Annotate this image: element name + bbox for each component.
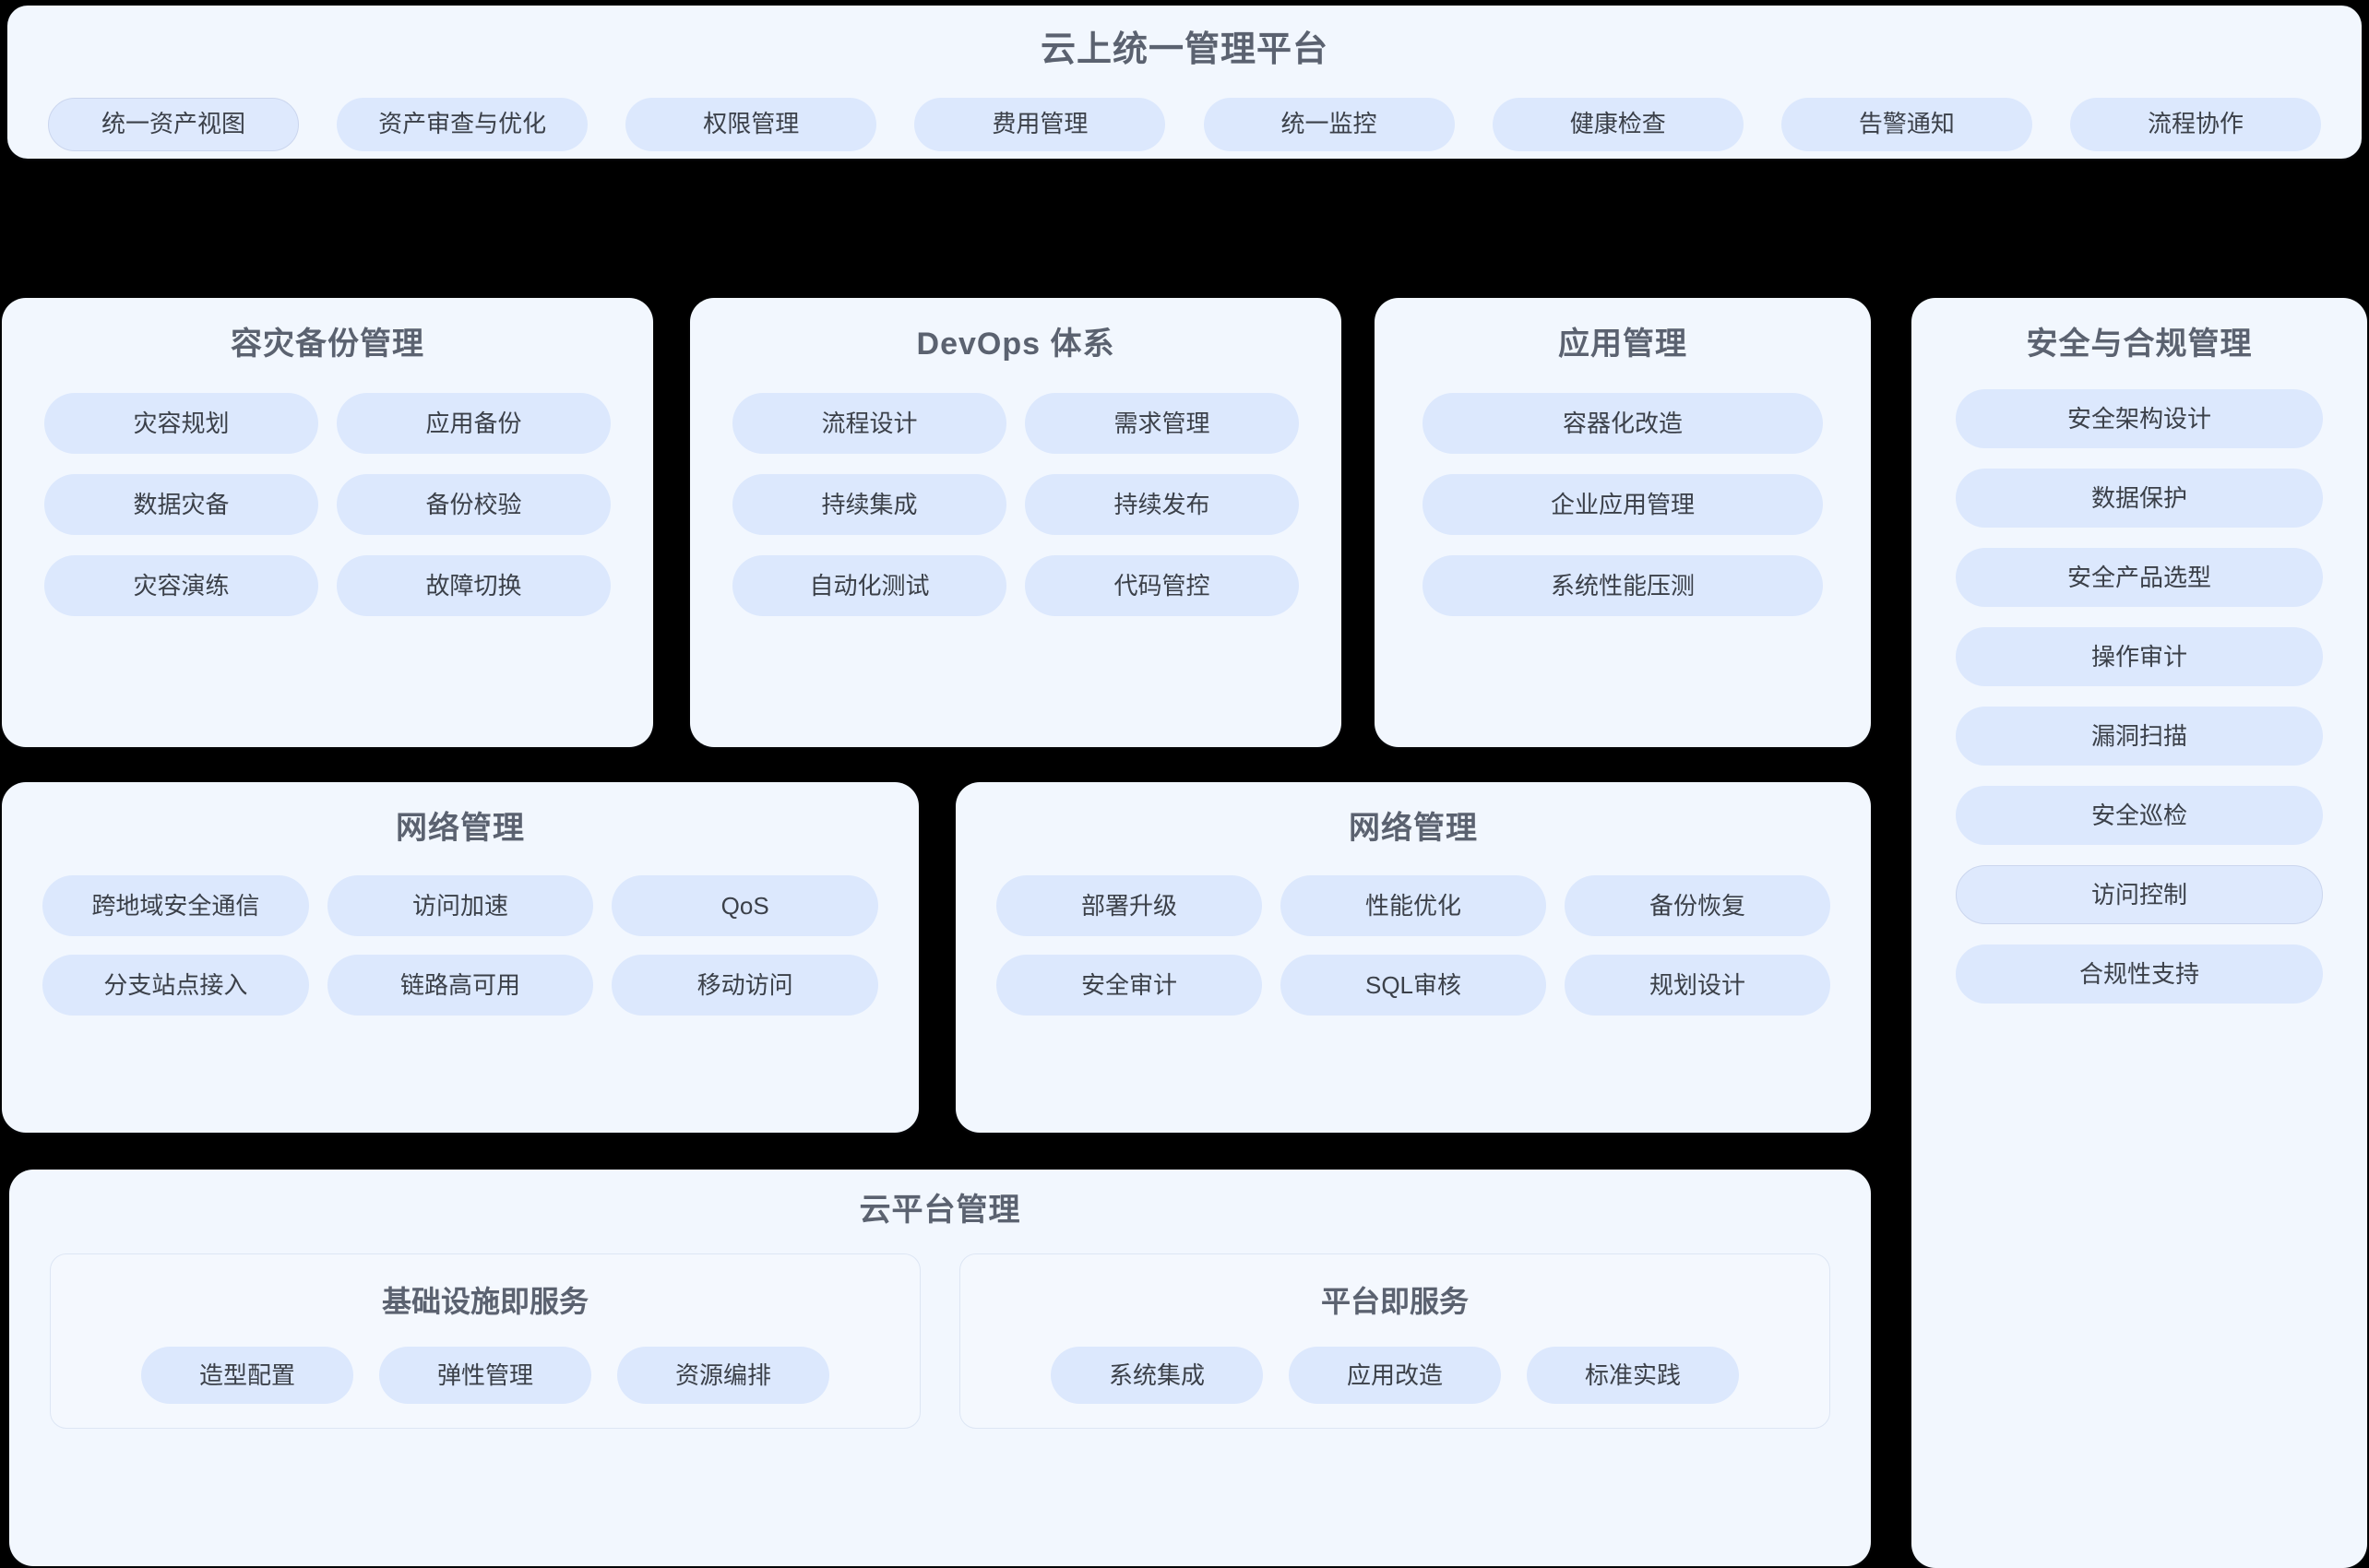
chip-elastic-management[interactable]: 弹性管理 <box>379 1346 591 1404</box>
chip-unified-asset-view[interactable]: 统一资产视图 <box>48 97 299 151</box>
iaas-chip-row: 造型配置 弹性管理 资源编排 <box>51 1346 920 1404</box>
chip-code-management[interactable]: 代码管控 <box>1025 554 1299 616</box>
chip-compliance-support[interactable]: 合规性支持 <box>1956 944 2323 1004</box>
chip-permission-management[interactable]: 权限管理 <box>625 97 877 151</box>
application-management-title: 应用管理 <box>1558 327 1687 362</box>
chip-cross-region-secure-communication[interactable]: 跨地域安全通信 <box>42 874 309 936</box>
chip-operation-audit[interactable]: 操作审计 <box>1956 626 2323 686</box>
security-compliance-title: 安全与合规管理 <box>2026 327 2253 362</box>
chip-application-backup[interactable]: 应用备份 <box>337 392 611 454</box>
network-right-chip-grid: 部署升级 性能优化 备份恢复 安全审计 SQL审核 规划设计 <box>956 874 1871 1016</box>
chip-data-protection[interactable]: 数据保护 <box>1956 468 2323 528</box>
disaster-recovery-title: 容灾备份管理 <box>231 327 424 362</box>
chip-access-control[interactable]: 访问控制 <box>1956 864 2323 924</box>
chip-mobile-access[interactable]: 移动访问 <box>612 954 878 1016</box>
chip-standard-practice[interactable]: 标准实践 <box>1527 1346 1739 1404</box>
chip-process-collaboration[interactable]: 流程协作 <box>2069 97 2321 151</box>
unified-management-platform-card: 云上统一管理平台 统一资产视图 资产审查与优化 权限管理 费用管理 统一监控 健… <box>7 6 2362 159</box>
chip-shape-configuration[interactable]: 造型配置 <box>141 1346 353 1404</box>
application-management-card: 应用管理 容器化改造 企业应用管理 系统性能压测 <box>1375 298 1871 747</box>
chip-access-acceleration[interactable]: 访问加速 <box>327 874 594 936</box>
disaster-recovery-chip-grid: 灾容规划 应用备份 数据灾备 备份校验 灾容演练 故障切换 <box>2 392 653 616</box>
disaster-recovery-backup-card: 容灾备份管理 灾容规划 应用备份 数据灾备 备份校验 灾容演练 故障切换 <box>2 298 653 747</box>
network-management-left-title: 网络管理 <box>396 811 525 846</box>
chip-automated-testing[interactable]: 自动化测试 <box>732 554 1006 616</box>
chip-continuous-delivery[interactable]: 持续发布 <box>1025 473 1299 535</box>
chip-backup-verification[interactable]: 备份校验 <box>337 473 611 535</box>
chip-security-architecture-design[interactable]: 安全架构设计 <box>1956 388 2323 448</box>
chip-failover[interactable]: 故障切换 <box>337 554 611 616</box>
chip-security-audit[interactable]: 安全审计 <box>996 954 1262 1016</box>
chip-vulnerability-scan[interactable]: 漏洞扫描 <box>1956 706 2323 766</box>
paas-chip-row: 系统集成 应用改造 标准实践 <box>960 1346 1829 1404</box>
chip-link-high-availability[interactable]: 链路高可用 <box>327 954 594 1016</box>
network-management-card-left: 网络管理 跨地域安全通信 访问加速 QoS 分支站点接入 链路高可用 移动访问 <box>2 782 919 1133</box>
chip-sql-review[interactable]: SQL审核 <box>1280 954 1546 1016</box>
iaas-subcard: 基础设施即服务 造型配置 弹性管理 资源编排 <box>50 1253 921 1429</box>
chip-performance-optimization[interactable]: 性能优化 <box>1280 874 1546 936</box>
chip-resource-orchestration[interactable]: 资源编排 <box>617 1346 829 1404</box>
chip-branch-site-access[interactable]: 分支站点接入 <box>42 954 309 1016</box>
chip-planning-design[interactable]: 规划设计 <box>1565 954 1830 1016</box>
cloud-platform-subsections: 基础设施即服务 造型配置 弹性管理 资源编排 平台即服务 系统集成 应用改造 标… <box>9 1253 1871 1429</box>
chip-security-inspection[interactable]: 安全巡检 <box>1956 785 2323 845</box>
devops-system-card: DevOps 体系 流程设计 需求管理 持续集成 持续发布 自动化测试 代码管控 <box>690 298 1341 747</box>
security-chip-stack: 安全架构设计 数据保护 安全产品选型 操作审计 漏洞扫描 安全巡检 访问控制 合… <box>1911 388 2367 1004</box>
chip-alarm-notification[interactable]: 告警通知 <box>1780 97 2032 151</box>
chip-cost-management[interactable]: 费用管理 <box>914 97 1166 151</box>
chip-containerization[interactable]: 容器化改造 <box>1423 392 1823 454</box>
chip-health-check[interactable]: 健康检查 <box>1492 97 1744 151</box>
network-left-chip-grid: 跨地域安全通信 访问加速 QoS 分支站点接入 链路高可用 移动访问 <box>2 874 919 1016</box>
chip-enterprise-application-management[interactable]: 企业应用管理 <box>1423 473 1823 535</box>
chip-asset-audit-optimization[interactable]: 资产审查与优化 <box>337 97 589 151</box>
iaas-title: 基础设施即服务 <box>381 1284 589 1318</box>
chip-application-transformation[interactable]: 应用改造 <box>1289 1346 1501 1404</box>
chip-system-integration[interactable]: 系统集成 <box>1051 1346 1263 1404</box>
chip-continuous-integration[interactable]: 持续集成 <box>732 473 1006 535</box>
chip-backup-recovery[interactable]: 备份恢复 <box>1565 874 1830 936</box>
paas-title: 平台即服务 <box>1320 1284 1469 1318</box>
application-chip-stack: 容器化改造 企业应用管理 系统性能压测 <box>1375 392 1871 616</box>
chip-qos[interactable]: QoS <box>612 874 878 936</box>
paas-subcard: 平台即服务 系统集成 应用改造 标准实践 <box>959 1253 1830 1429</box>
chip-deployment-upgrade[interactable]: 部署升级 <box>996 874 1262 936</box>
header-capability-chip-row: 统一资产视图 资产审查与优化 权限管理 费用管理 统一监控 健康检查 告警通知 … <box>7 97 2362 151</box>
cloud-platform-management-card: 云平台管理 基础设施即服务 造型配置 弹性管理 资源编排 平台即服务 系统集成 … <box>9 1170 1871 1566</box>
chip-dr-drill[interactable]: 灾容演练 <box>44 554 318 616</box>
page-title: 云上统一管理平台 <box>1040 30 1328 69</box>
chip-data-disaster-backup[interactable]: 数据灾备 <box>44 473 318 535</box>
chip-process-design[interactable]: 流程设计 <box>732 392 1006 454</box>
chip-system-performance-test[interactable]: 系统性能压测 <box>1423 554 1823 616</box>
chip-requirement-management[interactable]: 需求管理 <box>1025 392 1299 454</box>
network-management-card-right: 网络管理 部署升级 性能优化 备份恢复 安全审计 SQL审核 规划设计 <box>956 782 1871 1133</box>
security-compliance-card: 安全与合规管理 安全架构设计 数据保护 安全产品选型 操作审计 漏洞扫描 安全巡… <box>1911 298 2367 1568</box>
cloud-platform-title: 云平台管理 <box>859 1193 1021 1228</box>
chip-dr-planning[interactable]: 灾容规划 <box>44 392 318 454</box>
devops-title: DevOps 体系 <box>916 327 1115 362</box>
devops-chip-grid: 流程设计 需求管理 持续集成 持续发布 自动化测试 代码管控 <box>690 392 1341 616</box>
chip-security-product-selection[interactable]: 安全产品选型 <box>1956 547 2323 607</box>
network-management-right-title: 网络管理 <box>1349 811 1478 846</box>
chip-unified-monitoring[interactable]: 统一监控 <box>1203 97 1455 151</box>
